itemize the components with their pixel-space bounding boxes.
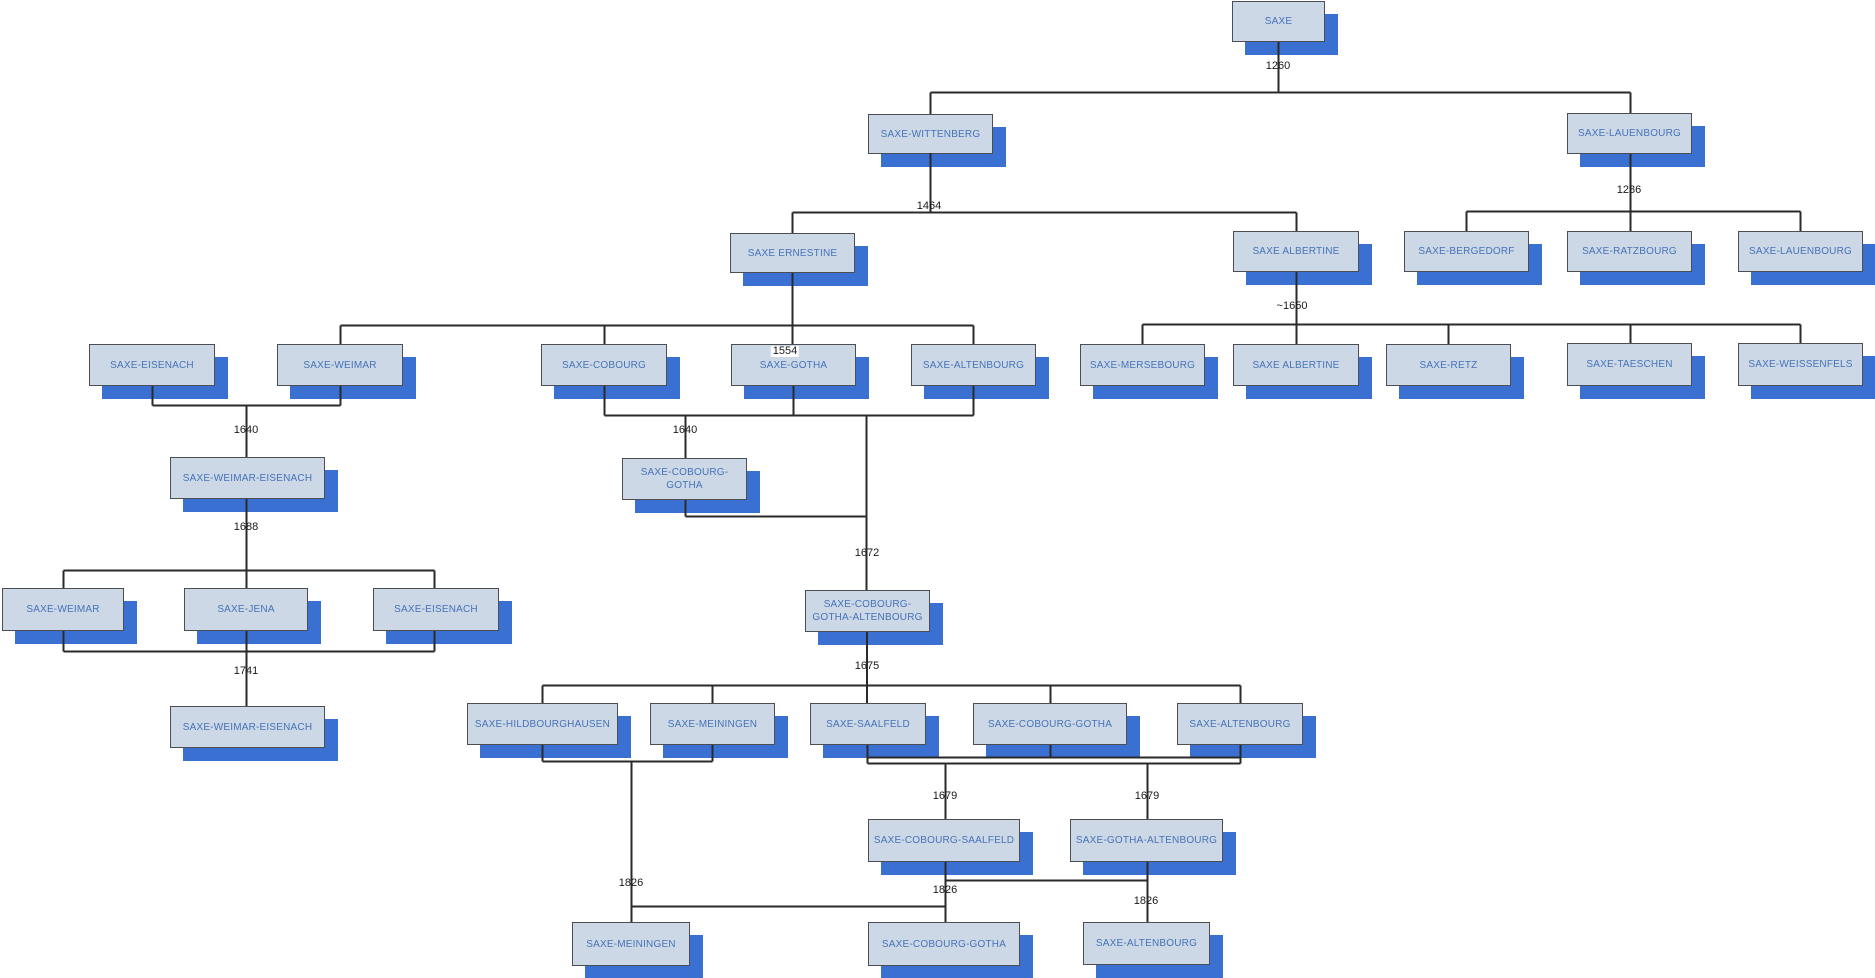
node-saxe-cobourg-gotha-3[interactable]: SAXE-COBOURG-GOTHA [868,922,1020,966]
node-saxe-cobourg-gotha-1[interactable]: SAXE-COBOURG-GOTHA [622,458,747,500]
edge-date-1679-altenbourg: 1679 [1134,790,1160,802]
node-saxe-mersebourg[interactable]: SAXE-MERSEBOURG [1080,344,1205,386]
node-saxe-cobourg-gotha-2[interactable]: SAXE-COBOURG-GOTHA [973,703,1127,745]
edge-date-1554: 1554 [770,345,800,357]
edge-date-1640-weimar: 1640 [233,424,259,436]
edge-date-1260: 1260 [1265,60,1291,72]
node-saxe-eisenach-2[interactable]: SAXE-EISENACH [373,588,499,631]
node-saxe-altenbourg-2[interactable]: SAXE-ALTENBOURG [1177,703,1303,745]
node-saxe-eisenach-1[interactable]: SAXE-EISENACH [89,344,215,386]
node-saxe-weimar-1[interactable]: SAXE-WEIMAR [277,344,403,386]
node-saxe-ernestine[interactable]: SAXE ERNESTINE [730,233,855,273]
edge-date-1679-saalfeld: 1679 [932,790,958,802]
node-saxe-cobourg-gotha-altenbourg[interactable]: SAXE-COBOURG-GOTHA-ALTENBOURG [805,590,930,632]
node-saxe-meiningen-1[interactable]: SAXE-MEININGEN [650,703,775,745]
node-saxe-retz[interactable]: SAXE-RETZ [1386,344,1511,386]
node-saxe-weimar-2[interactable]: SAXE-WEIMAR [2,588,124,631]
node-saxe-cobourg[interactable]: SAXE-COBOURG [541,344,667,386]
edge-date-1826-cobourg-gotha: 1826 [932,884,958,896]
edge-date-1650: ~1650 [1276,300,1308,312]
edge-date-1826-altenbourg: 1826 [1133,895,1159,907]
node-saxe[interactable]: SAXE [1232,1,1325,42]
node-saxe-altenbourg-1[interactable]: SAXE-ALTENBOURG [911,344,1036,386]
node-saxe-weimar-eisenach-1[interactable]: SAXE-WEIMAR-EISENACH [170,457,325,499]
edge-date-1640-cobourg: 1640 [672,424,698,436]
node-saxe-ratzbourg[interactable]: SAXE-RATZBOURG [1567,231,1692,272]
node-saxe-weimar-eisenach-2[interactable]: SAXE-WEIMAR-EISENACH [170,706,325,748]
node-saxe-wittenberg[interactable]: SAXE-WITTENBERG [868,114,993,154]
node-saxe-saalfeld[interactable]: SAXE-SAALFELD [810,703,926,745]
node-saxe-weissenfels[interactable]: SAXE-WEISSENFELS [1738,343,1863,386]
node-saxe-albertine-2[interactable]: SAXE ALBERTINE [1233,344,1359,386]
node-saxe-bergedorf[interactable]: SAXE-BERGEDORF [1404,231,1529,272]
edge-date-1741: 1741 [233,665,259,677]
node-saxe-jena[interactable]: SAXE-JENA [184,588,308,631]
edge-date-1464: 1464 [916,200,942,212]
node-saxe-altenbourg-3[interactable]: SAXE-ALTENBOURG [1083,922,1210,965]
node-saxe-gotha-altenbourg[interactable]: SAXE-GOTHA-ALTENBOURG [1070,819,1223,862]
node-saxe-albertine-1[interactable]: SAXE ALBERTINE [1233,231,1359,272]
edge-date-1286: 1286 [1616,184,1642,196]
node-saxe-meiningen-2[interactable]: SAXE-MEININGEN [572,922,690,966]
node-saxe-taeschen[interactable]: SAXE-TAESCHEN [1567,343,1692,386]
edge-date-1675: 1675 [854,660,880,672]
edge-date-1688: 1688 [233,521,259,533]
node-saxe-hildbourghausen[interactable]: SAXE-HILDBOURGHAUSEN [467,703,618,745]
node-saxe-lauenbourg-2[interactable]: SAXE-LAUENBOURG [1738,231,1863,272]
node-saxe-lauenbourg-1[interactable]: SAXE-LAUENBOURG [1567,113,1692,154]
edge-date-1826-meiningen: 1826 [618,877,644,889]
node-saxe-cobourg-saalfeld[interactable]: SAXE-COBOURG-SAALFELD [868,819,1020,862]
edge-date-1672: 1672 [854,547,880,559]
